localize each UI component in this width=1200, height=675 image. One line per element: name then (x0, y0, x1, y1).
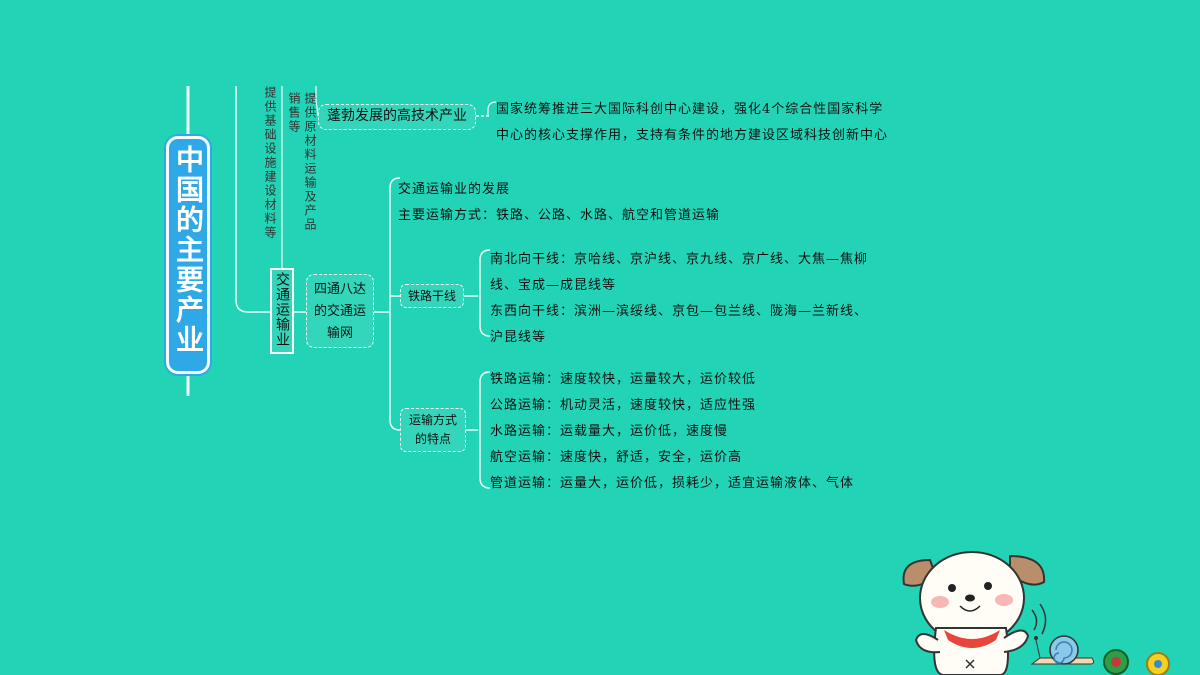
branch-text-transport-services: 提供原材料运输及产品销售等 (287, 92, 317, 232)
hightech-desc-line2: 中心的核心支撑作用，支持有条件的地方建设区域科技创新中心 (496, 128, 889, 143)
mode-line-3: 航空运输：速度快，舒适，安全，运价高 (490, 450, 743, 465)
mode-line-0: 铁路运输：速度较快，运量较大，运价较低 (490, 372, 757, 387)
hightech-industry-box: 蓬勃发展的高技术产业 (318, 104, 476, 130)
main-title-box: 中国的主要产业 (166, 136, 210, 374)
transport-dev-line2: 主要运输方式：铁路、公路、水路、航空和管道运输 (398, 208, 721, 223)
hightech-desc-line1: 国家统筹推进三大国际科创中心建设，强化4个综合性国家科学 (496, 102, 884, 117)
mode-line-4: 管道运输：运量大，运价低，损耗少，适宜运输液体、气体 (490, 476, 855, 491)
rail-line-3: 沪昆线等 (490, 330, 547, 345)
transport-industry-box: 交通运输业 (270, 268, 294, 354)
main-title: 中国的主要产业 (172, 145, 205, 355)
branch-text-materials: 提供基础设施建设材料等 (263, 86, 277, 240)
rail-line-0: 南北向干线：京哈线、京沪线、京九线、京广线、大焦—焦柳 (490, 252, 869, 267)
transport-mode-box: 运输方式的特点 (400, 408, 466, 452)
mode-line-2: 水路运输：运载量大，运价低，速度慢 (490, 424, 729, 439)
transport-network-box: 四通八达的交通运输网 (306, 274, 374, 348)
transport-dev-line1: 交通运输业的发展 (398, 182, 511, 197)
rail-line-1: 线、宝成—成昆线等 (490, 278, 617, 293)
rail-line-2: 东西向干线：滨洲—滨绥线、京包—包兰线、陇海—兰新线、 (490, 304, 869, 319)
rail-trunk-box: 铁路干线 (400, 284, 464, 308)
mode-line-1: 公路运输：机动灵活，速度较快，适应性强 (490, 398, 757, 413)
transport-industry-label: 交通运输业 (274, 272, 290, 347)
